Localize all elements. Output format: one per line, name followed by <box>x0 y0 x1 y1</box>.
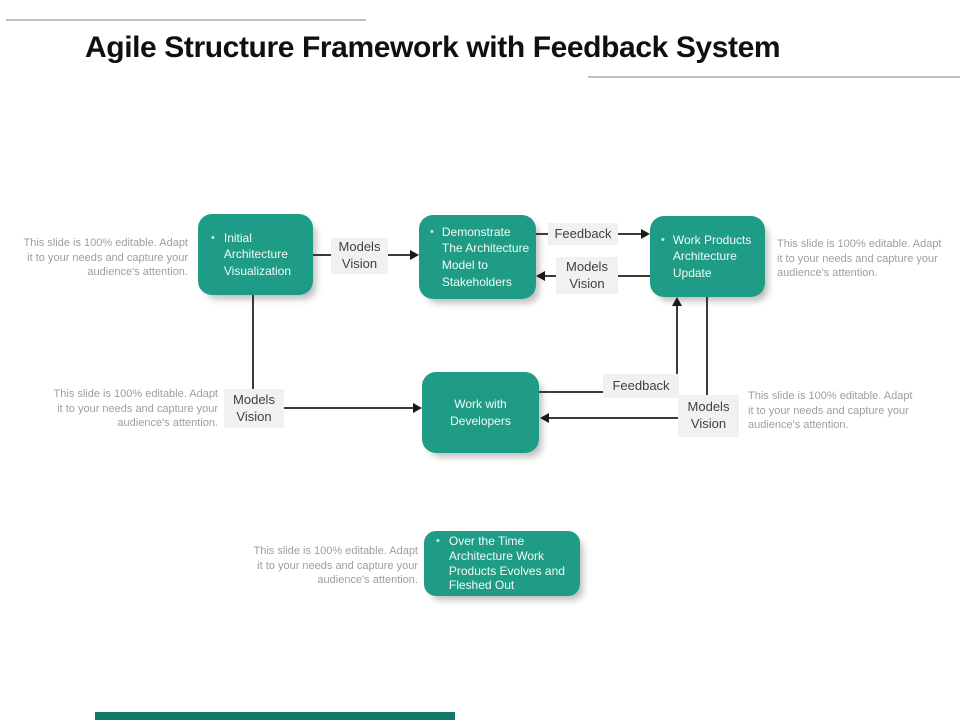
connector-modelsvision-right-to-developers <box>549 417 678 419</box>
bullet-icon: • <box>211 231 215 244</box>
connector-demonstrate-to-feedback <box>536 233 548 235</box>
connector-feedback-to-workproducts <box>618 233 642 235</box>
bullet-icon: • <box>436 535 440 548</box>
editable-note-mid-left: This slide is 100% editable. Adapt it to… <box>53 388 219 430</box>
connector-initial-down <box>252 295 254 389</box>
node-architecture-evolution-label: Over the Time Architecture Work Products… <box>448 534 565 593</box>
arrowhead-left-into-developers-icon <box>540 413 549 423</box>
editable-note-top-left: This slide is 100% editable. Adapt it to… <box>23 237 189 279</box>
label-models-vision-left: Models Vision <box>224 389 284 428</box>
arrowhead-into-developers-icon <box>413 403 422 413</box>
connector-modelsvision-return-to-demonstrate <box>545 275 556 277</box>
editable-note-bottom: This slide is 100% editable. Adapt it to… <box>253 545 419 587</box>
connector-workproducts-to-modelsvision-return <box>618 275 650 277</box>
bullet-icon: • <box>661 233 665 246</box>
label-models-vision-return: Models Vision <box>556 257 618 294</box>
accent-bar <box>95 712 455 720</box>
label-feedback-top: Feedback <box>548 223 618 245</box>
node-demonstrate-architecture: • Demonstrate The Architecture Model to … <box>419 215 536 299</box>
label-models-vision-right: Models Vision <box>678 395 739 437</box>
node-work-with-developers: Work with Developers <box>422 372 539 453</box>
bullet-icon: • <box>430 225 434 238</box>
connector-modelsvision-left-to-developers <box>284 407 413 409</box>
node-architecture-evolution: • Over the Time Architecture Work Produc… <box>424 531 580 596</box>
connector-workproducts-down <box>706 297 708 395</box>
title-rule-bottom <box>588 76 960 78</box>
connector-feedback-up <box>676 304 678 374</box>
node-work-products-update-label: Work Products Architecture Update <box>672 232 752 280</box>
node-initial-architecture-label: Initial Architecture Visualization <box>223 230 292 278</box>
connector-developers-to-feedback <box>539 391 603 393</box>
label-models-vision-top: Models Vision <box>331 238 388 274</box>
node-work-products-update: • Work Products Architecture Update <box>650 216 765 297</box>
arrowhead-into-demonstrate-icon <box>410 250 419 260</box>
connector-initial-to-modelsvision <box>313 254 331 256</box>
arrowhead-into-demonstrate-return-icon <box>536 271 545 281</box>
node-work-with-developers-label: Work with Developers <box>450 396 511 428</box>
connector-modelsvision-to-demonstrate <box>388 254 411 256</box>
page-title: Agile Structure Framework with Feedback … <box>85 31 781 64</box>
label-feedback-mid: Feedback <box>603 374 679 398</box>
arrowhead-up-into-workproducts-icon <box>672 297 682 306</box>
arrowhead-into-workproducts-icon <box>641 229 650 239</box>
editable-note-mid-right: This slide is 100% editable. Adapt it to… <box>748 390 913 432</box>
node-initial-architecture: • Initial Architecture Visualization <box>198 214 313 295</box>
editable-note-top-right: This slide is 100% editable. Adapt it to… <box>777 238 942 280</box>
node-demonstrate-architecture-label: Demonstrate The Architecture Model to St… <box>441 224 530 289</box>
title-rule-top <box>6 19 366 21</box>
